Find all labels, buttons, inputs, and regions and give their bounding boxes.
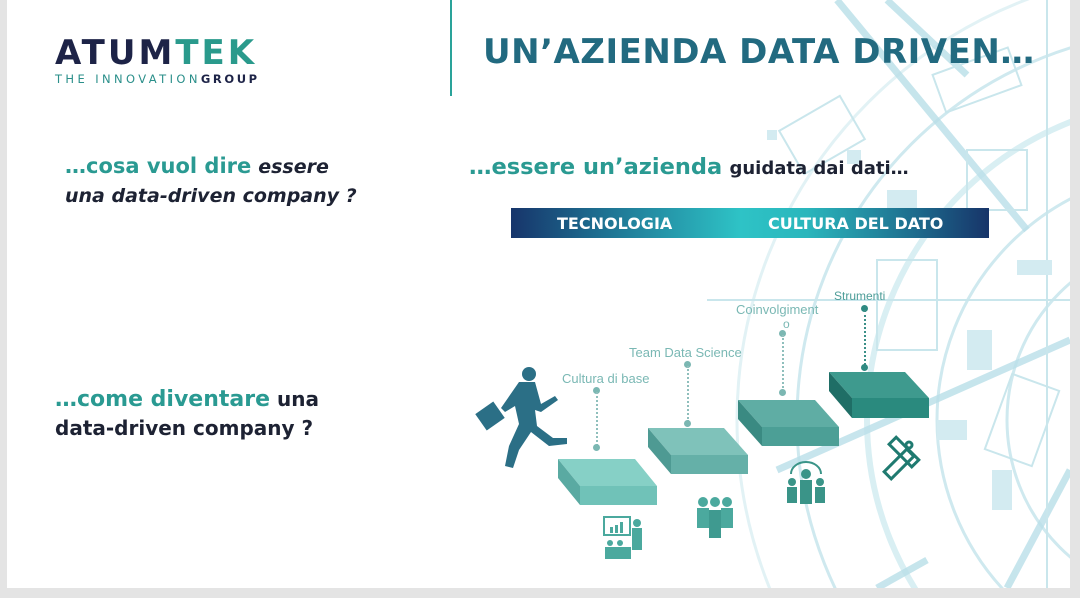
header-divider [450,0,452,96]
page-title: UN’AZIENDA DATA DRIVEN… [483,32,1035,72]
slide: ATUMTEK THE INNOVATIONGROUP UN’AZIENDA D… [7,0,1070,588]
technology-culture-band: TECNOLOGIA CULTURA DEL DATO [511,208,989,238]
subtitle-highlight: …essere un’azienda [469,154,723,180]
step-3-slab [738,400,839,446]
step-stem-3 [782,335,784,392]
step-label-engagement-wrap: o [783,317,790,331]
tools-icon [882,435,921,481]
atumtek-logo: ATUMTEK THE INNOVATIONGROUP [55,36,260,86]
step-stem-2 [687,366,689,422]
question1-line2: una data-driven company ? [65,185,357,207]
question1-rest: essere [258,156,329,178]
presentation-icon [603,516,642,559]
step-dot-top-2 [684,361,691,368]
band-label-technology: TECNOLOGIA [557,214,673,233]
step-label-tools: Strumenti [834,289,886,303]
question-how-become: …come diventare una data-driven company … [55,385,319,442]
logo-name-part2: TEK [175,33,258,73]
running-businessman-icon [475,367,567,468]
step-stem-4 [864,310,866,365]
band-label-data-culture: CULTURA DEL DATO [768,214,944,233]
step-4-slab [829,372,929,418]
engagement-icon [787,461,825,504]
logo-name-part1: ATUM [55,33,176,73]
logo-tagline-part2: GROUP [200,72,260,86]
steps-graphic [558,372,929,505]
question1-highlight: …cosa vuol dire [65,154,252,178]
question2-line2: data-driven company ? [55,416,314,440]
step-dot-top-3 [779,330,786,337]
subtitle: …essere un’azienda guidata dai dati… [469,154,909,180]
step-stem-1 [596,392,598,446]
team-icon [697,497,733,538]
question2-highlight: …come diventare [55,387,271,412]
step-label-basic-culture: Cultura di base [562,371,650,386]
subtitle-rest: guidata dai dati… [729,158,909,179]
step-2-slab [648,428,748,474]
step-dot-top-4 [861,305,868,312]
step-1-slab [558,459,657,505]
step-dot-top-1 [593,387,600,394]
step-dot-bottom-2 [684,420,691,427]
question2-rest: una [276,387,319,411]
step-label-data-science-team: Team Data Science [629,345,742,360]
step-dot-bottom-3 [779,389,786,396]
question-what-means: …cosa vuol dire essere una data-driven c… [65,152,357,210]
step-dot-bottom-4 [861,364,868,371]
step-dot-bottom-1 [593,444,600,451]
logo-tagline-part1: THE INNOVATION [55,72,201,86]
step-label-engagement: Coinvolgiment [736,302,819,317]
